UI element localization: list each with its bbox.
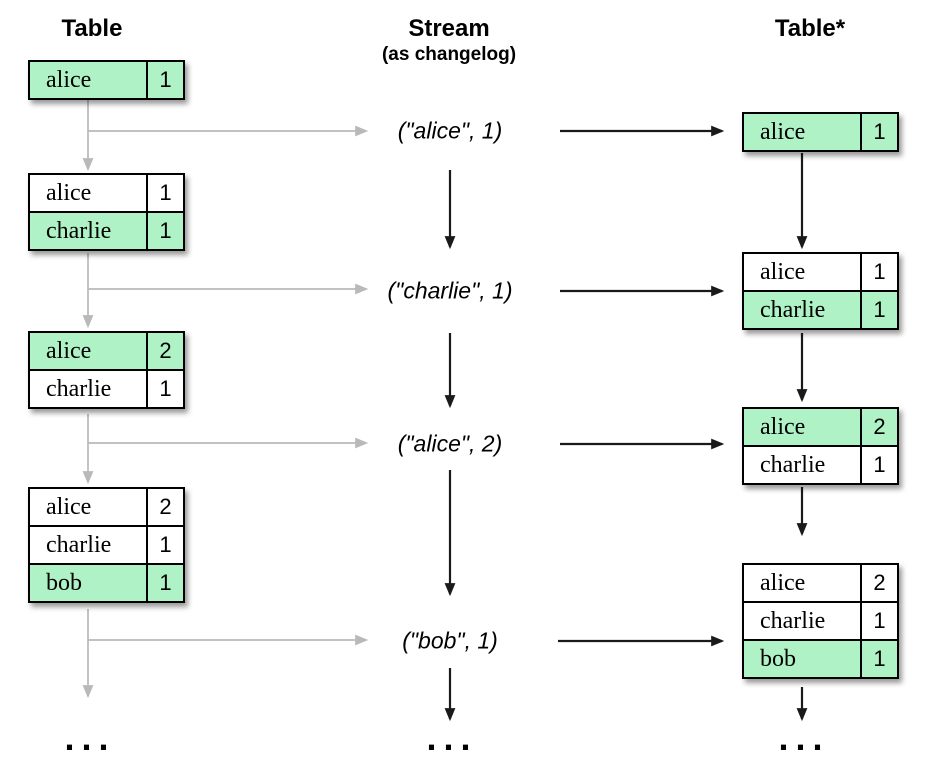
row-value: 2 (146, 489, 183, 525)
row-value: 1 (146, 175, 183, 211)
table-star-state-2: alice 1 charlie 1 (742, 252, 899, 330)
column-subtitle-stream: (as changelog) (381, 44, 517, 65)
row-key: charlie (46, 217, 112, 244)
stream-event-1: ("alice", 1) (397, 117, 503, 144)
table-state-4: alice 2 charlie 1 bob 1 (28, 487, 185, 603)
table-row: charlie 1 (30, 525, 183, 563)
table-row: charlie 1 (30, 211, 183, 249)
row-key: charlie (760, 451, 826, 478)
row-key: alice (46, 66, 92, 93)
table-star-state-1: alice 1 (742, 112, 899, 152)
table-star-state-4: alice 2 charlie 1 bob 1 (742, 563, 899, 679)
row-value: 1 (146, 62, 183, 98)
table-star-state-3: alice 2 charlie 1 (742, 407, 899, 485)
stream-event-3: ("alice", 2) (397, 430, 503, 457)
table-row: alice 2 (30, 333, 183, 369)
row-key: charlie (760, 607, 826, 634)
row-value: 1 (146, 371, 183, 407)
row-key: alice (760, 118, 806, 145)
row-key: charlie (46, 375, 112, 402)
stream-event-4: ("bob", 1) (402, 627, 498, 654)
table-row: charlie 1 (744, 290, 897, 328)
table-row: alice 1 (30, 62, 183, 98)
table-state-1: alice 1 (28, 60, 185, 100)
row-key: alice (760, 258, 806, 285)
row-key: charlie (46, 531, 112, 558)
table-row: alice 2 (30, 489, 183, 525)
row-value: 1 (860, 254, 897, 290)
row-value: 2 (146, 333, 183, 369)
table-row: alice 1 (30, 175, 183, 211)
row-key: bob (760, 645, 796, 672)
table-row: alice 1 (744, 254, 897, 290)
row-value: 1 (146, 565, 183, 601)
table-row: alice 1 (744, 114, 897, 150)
table-row: bob 1 (744, 639, 897, 677)
row-key: bob (46, 569, 82, 596)
row-key: alice (760, 569, 806, 596)
row-key: alice (46, 179, 92, 206)
column-title-stream: Stream (408, 15, 490, 42)
row-value: 1 (860, 447, 897, 483)
row-value: 1 (146, 213, 183, 249)
table-row: alice 2 (744, 565, 897, 601)
row-key: alice (46, 493, 92, 520)
column-title-table: Table (61, 15, 123, 42)
table-star-ellipsis: ... (778, 717, 830, 758)
table-row: charlie 1 (744, 601, 897, 639)
row-value: 1 (860, 114, 897, 150)
row-value: 1 (860, 603, 897, 639)
stream-ellipsis: ... (426, 717, 478, 758)
table-row: alice 2 (744, 409, 897, 445)
row-value: 2 (860, 565, 897, 601)
table-ellipsis: ... (64, 717, 116, 758)
row-value: 1 (146, 527, 183, 563)
table-state-3: alice 2 charlie 1 (28, 331, 185, 409)
row-key: alice (46, 337, 92, 364)
stream-to-table-black-arrows (558, 125, 725, 647)
table-row: charlie 1 (744, 445, 897, 483)
row-key: alice (760, 413, 806, 440)
row-key: charlie (760, 296, 826, 323)
row-value: 1 (860, 641, 897, 677)
table-state-2: alice 1 charlie 1 (28, 173, 185, 251)
stream-event-2: ("charlie", 1) (387, 277, 513, 304)
table-row: bob 1 (30, 563, 183, 601)
table-row: charlie 1 (30, 369, 183, 407)
row-value: 2 (860, 409, 897, 445)
row-value: 1 (860, 292, 897, 328)
column-title-table-star: Table* (774, 15, 846, 42)
